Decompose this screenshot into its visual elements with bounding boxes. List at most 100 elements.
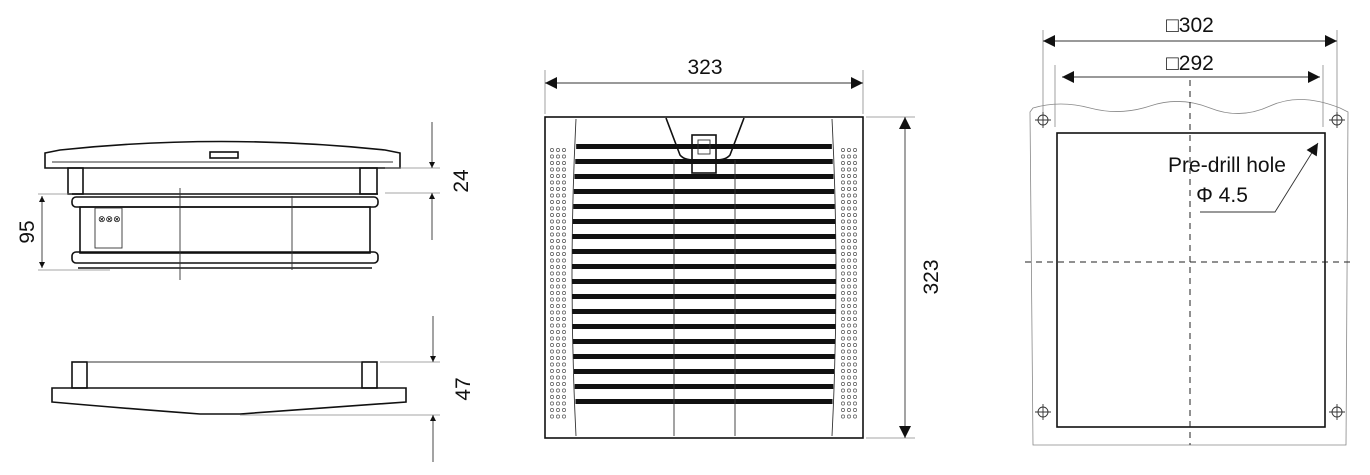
perforation-dot bbox=[853, 369, 857, 373]
louver bbox=[572, 264, 836, 269]
perforation-dot bbox=[847, 271, 851, 276]
perforation-dot bbox=[550, 297, 554, 302]
perforation-dot bbox=[556, 154, 560, 159]
perforation-dot bbox=[550, 284, 554, 289]
perforation-dot bbox=[841, 284, 845, 289]
perforation-dot bbox=[853, 343, 857, 347]
perforation-dot bbox=[556, 174, 560, 178]
bottom-view: 47 bbox=[51, 316, 475, 462]
perforation-dot bbox=[562, 317, 566, 321]
perforation-dot bbox=[853, 167, 857, 172]
perforation-dot bbox=[550, 252, 554, 256]
cutout-rectangle bbox=[1056, 132, 1326, 428]
perforation-dot bbox=[847, 278, 851, 282]
perforation-dot bbox=[841, 193, 845, 198]
perforation-dot bbox=[841, 219, 845, 224]
perforation-dot bbox=[562, 284, 566, 289]
louver bbox=[572, 309, 836, 314]
perforation-dot bbox=[841, 291, 845, 295]
perforation-dot bbox=[847, 395, 851, 399]
perforation-dot bbox=[853, 252, 857, 256]
side-perforations bbox=[550, 148, 857, 419]
perforation-dot bbox=[841, 297, 845, 302]
perforation-dot bbox=[556, 252, 560, 256]
perforation-dot bbox=[562, 167, 566, 172]
perforation-dot bbox=[841, 226, 845, 230]
perforation-dot bbox=[550, 395, 554, 399]
perforation-dot bbox=[853, 336, 857, 341]
perforation-dot bbox=[847, 200, 851, 204]
perforation-dot bbox=[562, 330, 566, 334]
perforation-dot bbox=[853, 226, 857, 230]
perforation-dot bbox=[847, 213, 851, 217]
louver bbox=[572, 219, 836, 224]
perforation-dot bbox=[556, 219, 560, 224]
perforation-dot bbox=[853, 291, 857, 295]
perforation-dot bbox=[550, 174, 554, 178]
perforation-dot bbox=[853, 414, 857, 419]
perforation-dot bbox=[841, 232, 845, 237]
perforation-dot bbox=[556, 401, 560, 406]
right-latch bbox=[361, 361, 378, 389]
perforation-dot bbox=[847, 330, 851, 334]
dim-outer: □302 bbox=[1166, 14, 1214, 37]
perforation-dot bbox=[556, 278, 560, 282]
perforation-dot bbox=[556, 232, 560, 237]
perforation-dot bbox=[847, 258, 851, 263]
louver bbox=[572, 279, 836, 284]
dim-height: 47 bbox=[452, 377, 475, 400]
perforation-dot bbox=[853, 161, 857, 165]
perforation-dot bbox=[853, 265, 857, 269]
perforation-dot bbox=[847, 226, 851, 230]
perforation-dot bbox=[841, 174, 845, 178]
perforation-dot bbox=[550, 408, 554, 412]
left-latch bbox=[67, 167, 84, 195]
perforation-dot bbox=[847, 167, 851, 172]
cover-outline bbox=[51, 387, 407, 415]
perforation-dot bbox=[853, 278, 857, 282]
perforation-dot bbox=[841, 252, 845, 256]
perforation-dot bbox=[550, 232, 554, 237]
perforation-dot bbox=[847, 180, 851, 185]
perforation-dot bbox=[841, 187, 845, 191]
perforation-dot bbox=[853, 200, 857, 204]
perforation-dot bbox=[556, 414, 560, 419]
perforation-dot bbox=[562, 369, 566, 373]
perforation-dot bbox=[550, 167, 554, 172]
perforation-dot bbox=[550, 349, 554, 354]
perforation-dot bbox=[550, 336, 554, 341]
perforation-dot bbox=[847, 375, 851, 380]
perforation-dot bbox=[556, 375, 560, 380]
body-housing bbox=[79, 206, 371, 254]
perforation-dot bbox=[841, 154, 845, 159]
perforation-dot bbox=[847, 174, 851, 178]
perforation-dot bbox=[550, 304, 554, 308]
perforation-dot bbox=[847, 336, 851, 341]
perforation-dot bbox=[847, 297, 851, 302]
perforation-dot bbox=[556, 304, 560, 308]
perforation-dot bbox=[841, 167, 845, 172]
perforation-dot bbox=[841, 362, 845, 367]
perforation-dot bbox=[841, 310, 845, 315]
perforation-dot bbox=[847, 187, 851, 191]
perforation-dot bbox=[562, 323, 566, 328]
perforation-dot bbox=[841, 245, 845, 250]
perforation-dot bbox=[853, 258, 857, 263]
louver bbox=[576, 144, 832, 149]
dim-width: 323 bbox=[687, 56, 722, 79]
perforation-dot bbox=[853, 382, 857, 386]
perforation-dot bbox=[841, 336, 845, 341]
side-view: ⊗⊗⊗ 24 95 bbox=[16, 122, 473, 280]
louver bbox=[572, 339, 836, 344]
perforation-dot bbox=[562, 278, 566, 282]
panel-outline bbox=[1029, 99, 1349, 446]
perforation-dot bbox=[562, 239, 566, 243]
louver bbox=[574, 174, 834, 179]
perforation-dot bbox=[556, 226, 560, 230]
perforation-dot bbox=[562, 297, 566, 302]
perforation-dot bbox=[853, 174, 857, 178]
perforation-dot bbox=[550, 271, 554, 276]
perforation-dot bbox=[556, 245, 560, 250]
perforation-dot bbox=[847, 206, 851, 211]
perforation-dot bbox=[847, 343, 851, 347]
